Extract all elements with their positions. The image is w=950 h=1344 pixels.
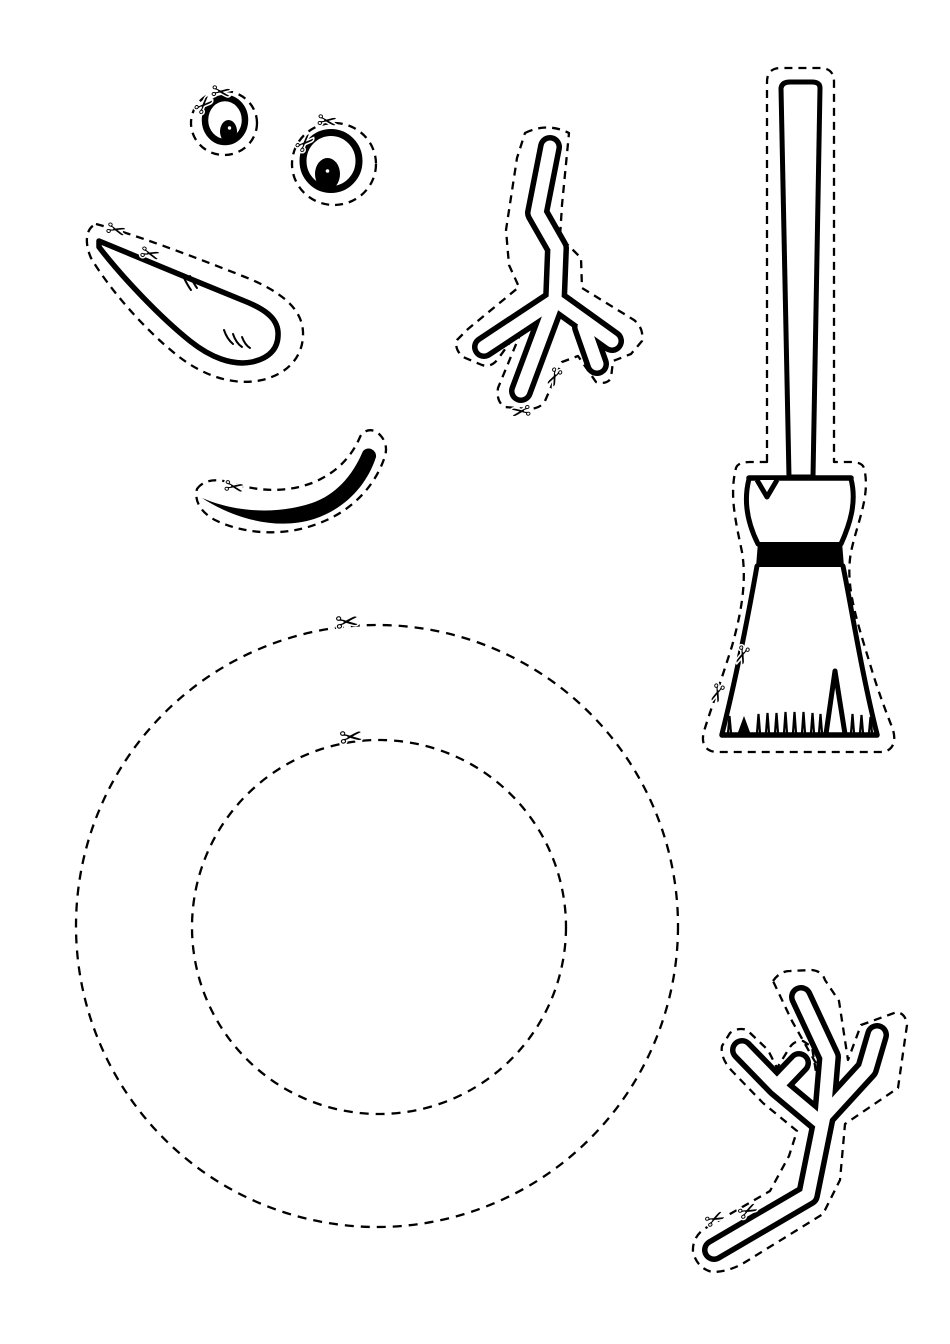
scissors-icon: ✂: [509, 395, 533, 426]
broom-head-right-side: [838, 476, 856, 547]
large-eye-cut-line: [290, 121, 378, 207]
large-eye-pupil: [315, 158, 340, 190]
small-eye-pupil-highlight: [227, 126, 232, 130]
large-eye-pupil-highlight: [325, 169, 330, 173]
carrot-nose-cut-line: [85, 222, 305, 383]
scissors-icon: ✂: [102, 214, 129, 246]
lower-twig-arm-cut-line: [691, 968, 909, 1274]
carrot-nose-outline: [96, 238, 281, 366]
small-eye-pupil: [220, 120, 237, 143]
upper-twig-arm-branches-inner: [477, 140, 619, 398]
broom-head-notch: [754, 478, 780, 500]
broom-head-left-side: [743, 476, 761, 547]
large-eye-outline: [299, 129, 363, 193]
carrot-nose-cutout: ✂ ✂: [85, 213, 305, 383]
broom-bristle-small-notch: [737, 716, 751, 735]
scissors-icon: ✂: [334, 605, 361, 640]
broom-cutout: ✂ ✂: [699, 66, 896, 754]
scissors-icon: ✂: [700, 679, 733, 707]
broom-bristle-big-notch: [823, 668, 848, 735]
outer-circle-cut-line: [74, 623, 680, 1229]
lower-twig-arm-branches-inner: [707, 990, 884, 1257]
broom-skirt-right-side: [840, 563, 880, 737]
carrot-nose-hatch-marks: [183, 275, 251, 349]
small-eye-cutout: ✂ ✂: [186, 76, 259, 157]
broom-skirt-left-side: [719, 563, 760, 737]
smile-cut-line: [195, 429, 388, 534]
scissors-icon: ✂: [338, 720, 365, 755]
broom-band: [756, 542, 844, 567]
small-eye-outline: [201, 94, 249, 146]
upper-twig-arm-cut-line: [455, 126, 644, 411]
smile-cutout: ✂: [195, 429, 388, 534]
inner-circle-cut-line: [190, 738, 568, 1116]
small-eye-cut-line: [189, 89, 259, 157]
upper-twig-arm-cutout: ✂ ✂: [455, 126, 644, 427]
broom-cut-line: [701, 66, 896, 754]
lower-twig-arm-cutout: ✂ ✂: [691, 968, 909, 1274]
broom-bristle-spikes: [726, 711, 874, 735]
scissors-icon: ✂: [315, 106, 339, 137]
scissors-icon: ✂: [222, 472, 247, 503]
circle-rings-cutout: ✂ ✂: [74, 603, 680, 1229]
smile-stroke: [202, 448, 377, 524]
broom-handle: [778, 79, 823, 480]
large-eye-cutout: ✂ ✂: [287, 105, 378, 207]
scissors-icon: ✂: [725, 641, 758, 669]
